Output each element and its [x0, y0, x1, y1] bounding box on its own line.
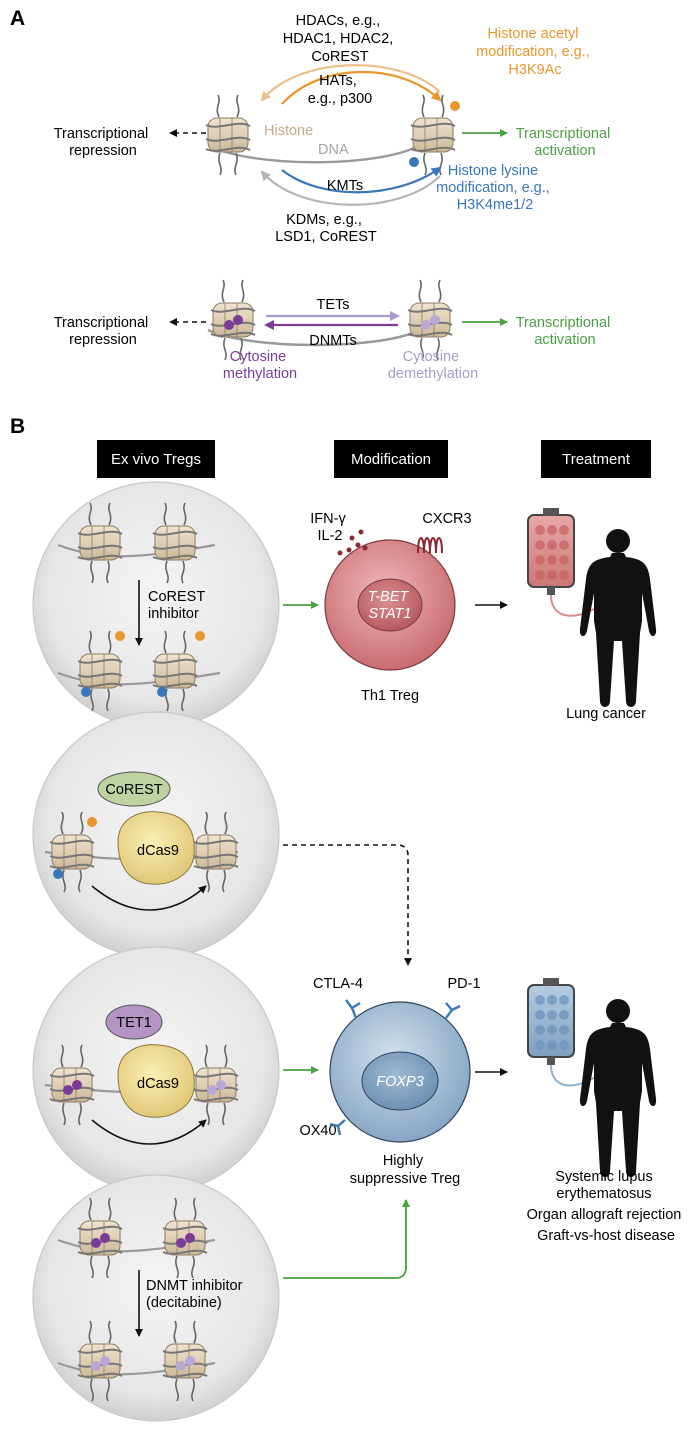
treatment-list: Systemic lupus erythematosus Organ allog… [527, 1169, 686, 1244]
dcas9-arrow [91, 885, 207, 911]
ox40-receptor [329, 1119, 346, 1136]
header-modification [334, 440, 448, 478]
ox40-label: OX40 [299, 1123, 336, 1139]
corest-protein [97, 771, 171, 807]
hat-arrow [281, 70, 442, 105]
lysine-label: Histone lysine modification, e.g., H3K4m… [436, 163, 554, 213]
demethylation-label: Cytosine demethylation [388, 349, 478, 382]
arrow-dnmt-to-treg [283, 1199, 410, 1279]
repression-label-2: Transcriptional repression [54, 315, 153, 348]
treg-nucleus [361, 1051, 439, 1111]
lysine-dot [409, 157, 419, 167]
hats-label: HATs, e.g., p300 [308, 73, 373, 107]
tets-label: TETs [316, 297, 349, 313]
acetyl-label: Histone acetyl modification, e.g., H3K9A… [476, 26, 594, 78]
dcas9-label: dCas9 [137, 843, 179, 859]
hdacs-label: HDACs, e.g., HDAC1, HDAC2, CoREST [283, 13, 397, 65]
panel-a-label: A [10, 7, 25, 30]
treg-nucleus-label: FOXP3 [376, 1074, 424, 1090]
header-ex-vivo [97, 440, 215, 478]
kdms-label: KDMs, e.g., LSD1, CoREST [275, 212, 377, 245]
tet1-label: TET1 [116, 1015, 151, 1031]
circle-corest-inhibitor [32, 481, 280, 729]
treg-name: Highly suppressive Treg [350, 1153, 460, 1187]
cxcr3-receptor [417, 537, 443, 554]
ctla4-label: CTLA-4 [313, 976, 363, 992]
hdac-arrow [260, 64, 441, 102]
acetyl-dot [450, 101, 460, 111]
dnmt-inhibitor-label: DNMT inhibitor (decitabine) [146, 1278, 246, 1311]
dcas9-protein [117, 811, 195, 885]
header-ex-vivo-text: Ex vivo Tregs [111, 451, 201, 468]
ctla4-receptor [345, 999, 361, 1019]
tet1-protein [105, 1004, 163, 1040]
kdm-arrow [260, 170, 441, 206]
kmt-arrow [281, 166, 442, 194]
tet1-arrow [91, 1119, 207, 1145]
nucleosome-left [205, 94, 251, 176]
th1-nucleus-label: T-BET STAT1 [368, 589, 413, 622]
th1-name: Th1 Treg [361, 688, 419, 704]
panel-b-label: B [10, 415, 25, 438]
kmts-label: KMTs [327, 178, 363, 194]
header-treatment-text: Treatment [562, 451, 631, 468]
th1-nucleus [357, 578, 423, 632]
dcas9-label: dCas9 [137, 1076, 179, 1092]
dashed-arrow-to-treg [283, 844, 412, 966]
header-modification-text: Modification [351, 451, 431, 468]
dna-label: DNA [318, 142, 349, 158]
person-icon [579, 999, 657, 1177]
pd1-receptor [445, 1002, 461, 1019]
header-treatment [541, 440, 651, 478]
corest-label: CoREST [105, 782, 162, 798]
histone-label: Histone [264, 123, 313, 139]
corest-inhibitor-label: CoREST inhibitor [148, 589, 209, 622]
cxcr3-label: CXCR3 [422, 511, 471, 527]
activation-label: Transcriptional activation [516, 126, 615, 159]
th1-cytokines: IFN-γ IL-2 [310, 511, 349, 544]
repression-label: Transcriptional repression [54, 126, 153, 159]
person-icon [579, 529, 657, 707]
cytokine-dots [337, 529, 368, 556]
methylation-label: Cytosine methylation [223, 349, 297, 382]
dnmts-label: DNMTs [309, 333, 357, 349]
treatment-lung-cancer: Lung cancer [566, 706, 646, 722]
activation-label-2: Transcriptional activation [516, 315, 615, 348]
dcas9-protein [117, 1044, 195, 1118]
pd1-label: PD-1 [447, 976, 480, 992]
